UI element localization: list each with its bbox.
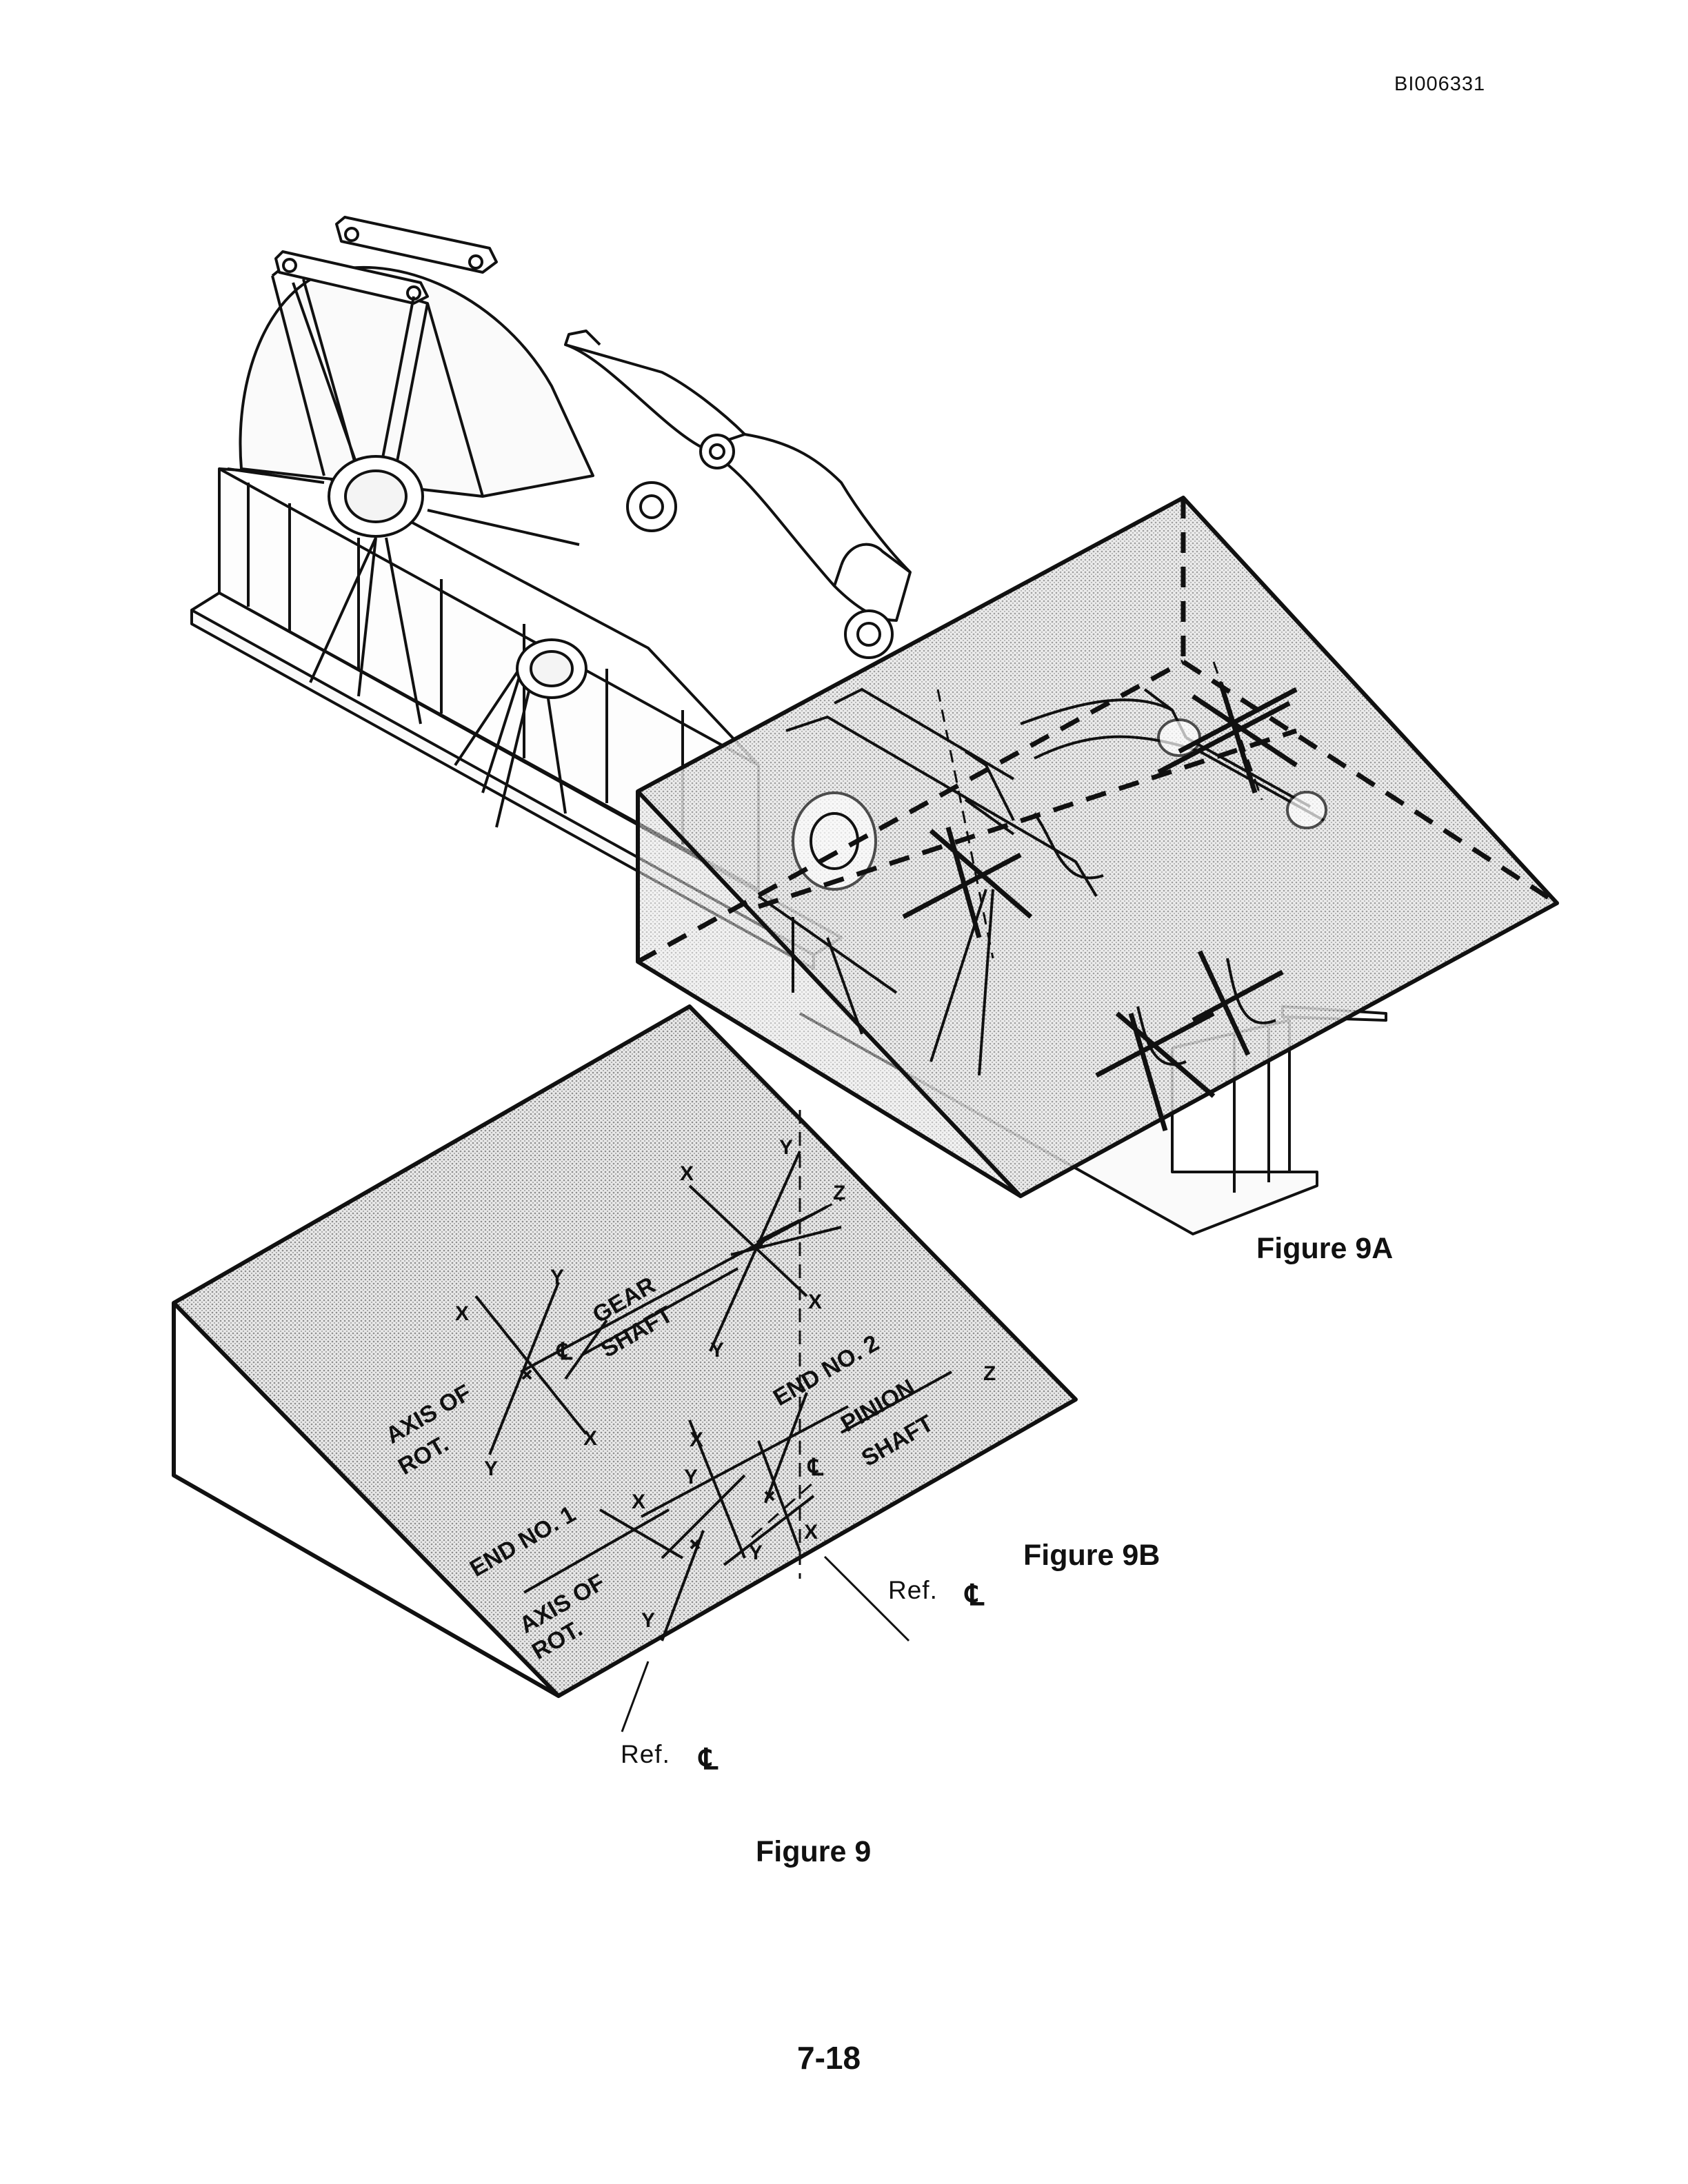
axis-letter-z: Z	[983, 1362, 996, 1385]
axis-letter-y: Y	[749, 1541, 763, 1564]
axis-letter-x: X	[583, 1427, 597, 1450]
axis-letter-y: Y	[484, 1457, 498, 1480]
axis-letter-x: X	[632, 1490, 645, 1513]
document-id: BI006331	[1394, 73, 1486, 95]
figure-9b-wedge: AXIS OF ROT. GEAR SHAFT END NO. 2 END NO…	[172, 1004, 1078, 1698]
axis-letter-x: X	[808, 1291, 822, 1313]
page-number: 7-18	[797, 2040, 861, 2076]
ref-label-2: Ref.	[621, 1740, 670, 1768]
figure-9a-wedge	[636, 496, 1559, 1198]
axis-letter-x: X	[455, 1302, 469, 1325]
axis-letter-y: Y	[641, 1609, 655, 1632]
caption-figure-9a: Figure 9A	[1256, 1232, 1394, 1265]
axis-letter-z: Z	[833, 1182, 845, 1204]
caption-figure-9b: Figure 9B	[1023, 1539, 1160, 1572]
axis-letter-y: Y	[684, 1466, 698, 1488]
caption-figure-9: Figure 9	[756, 1835, 872, 1868]
ref-leaders	[621, 1555, 910, 1732]
axis-letter-x: X	[804, 1521, 818, 1544]
axis-letter-y: Y	[710, 1339, 724, 1362]
ref-label-1: Ref.	[888, 1576, 938, 1604]
axis-letter-y: Y	[550, 1266, 564, 1288]
ref-centerline-symbol-1: ℄	[964, 1579, 985, 1611]
ref-centerline-symbol-2: ℄	[698, 1743, 719, 1775]
centerline-symbol-pinion: ℄	[807, 1455, 824, 1481]
centerline-symbol-gear: ℄	[556, 1339, 573, 1365]
axis-letter-y: Y	[779, 1136, 793, 1159]
axis-letter-x: X	[690, 1428, 703, 1451]
axis-letter-x: X	[680, 1162, 694, 1185]
